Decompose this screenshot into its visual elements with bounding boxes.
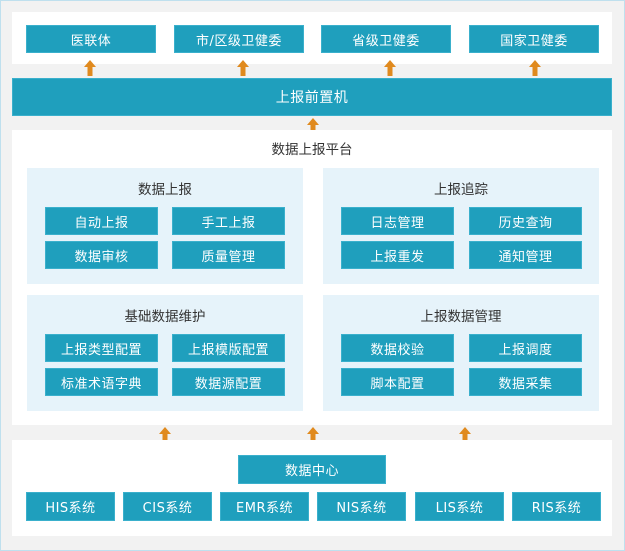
panel-title: 上报数据管理: [420, 309, 502, 325]
module-box: 数据审核: [45, 241, 158, 269]
target-box: 医联体: [26, 25, 156, 53]
module-box: 脚本配置: [341, 368, 454, 396]
module-box: 数据校验: [341, 334, 454, 362]
platform-title: 数据上报平台: [271, 142, 353, 158]
arrow-up-icon: [307, 118, 319, 134]
arrow-up-icon: [459, 427, 471, 443]
front-machine-bar: 上报前置机: [12, 78, 612, 116]
source-system-box: CIS系统: [123, 492, 212, 521]
source-system-box: NIS系统: [317, 492, 406, 521]
data-center-box: 数据中心: [238, 455, 386, 484]
target-box: 国家卫健委: [469, 25, 599, 53]
module-box: 上报调度: [469, 334, 582, 362]
module-box: 标准术语字典: [45, 368, 158, 396]
source-system-box: LIS系统: [415, 492, 504, 521]
source-system-box: RIS系统: [512, 492, 601, 521]
module-box: 上报类型配置: [45, 334, 158, 362]
module-box: 自动上报: [45, 207, 158, 235]
panel-title: 上报追踪: [434, 182, 488, 198]
source-system-box: EMR系统: [220, 492, 309, 521]
panel-report-tracking: 上报追踪 日志管理 历史查询 上报重发 通知管理: [323, 168, 599, 284]
arrow-up-icon: [529, 60, 541, 76]
module-box: 手工上报: [172, 207, 285, 235]
module-box: 上报重发: [341, 241, 454, 269]
module-box: 通知管理: [469, 241, 582, 269]
source-system-box: HIS系统: [26, 492, 115, 521]
arrow-up-icon: [159, 427, 171, 443]
panel-report-data-management: 上报数据管理 数据校验 上报调度 脚本配置 数据采集: [323, 295, 599, 411]
panel-data-reporting: 数据上报 自动上报 手工上报 数据审核 质量管理: [27, 168, 303, 284]
panel-title: 数据上报: [138, 182, 192, 198]
module-box: 质量管理: [172, 241, 285, 269]
arrow-up-icon: [237, 60, 249, 76]
target-box: 省级卫健委: [321, 25, 451, 53]
arrow-up-icon: [307, 427, 319, 443]
arrow-up-icon: [384, 60, 396, 76]
arrow-up-icon: [84, 60, 96, 76]
panel-basic-data-maintenance: 基础数据维护 上报类型配置 上报模版配置 标准术语字典 数据源配置: [27, 295, 303, 411]
module-box: 上报模版配置: [172, 334, 285, 362]
target-box: 市/区级卫健委: [174, 25, 304, 53]
module-box: 数据源配置: [172, 368, 285, 396]
module-box: 日志管理: [341, 207, 454, 235]
panel-title: 基础数据维护: [124, 309, 206, 325]
module-box: 数据采集: [469, 368, 582, 396]
module-box: 历史查询: [469, 207, 582, 235]
